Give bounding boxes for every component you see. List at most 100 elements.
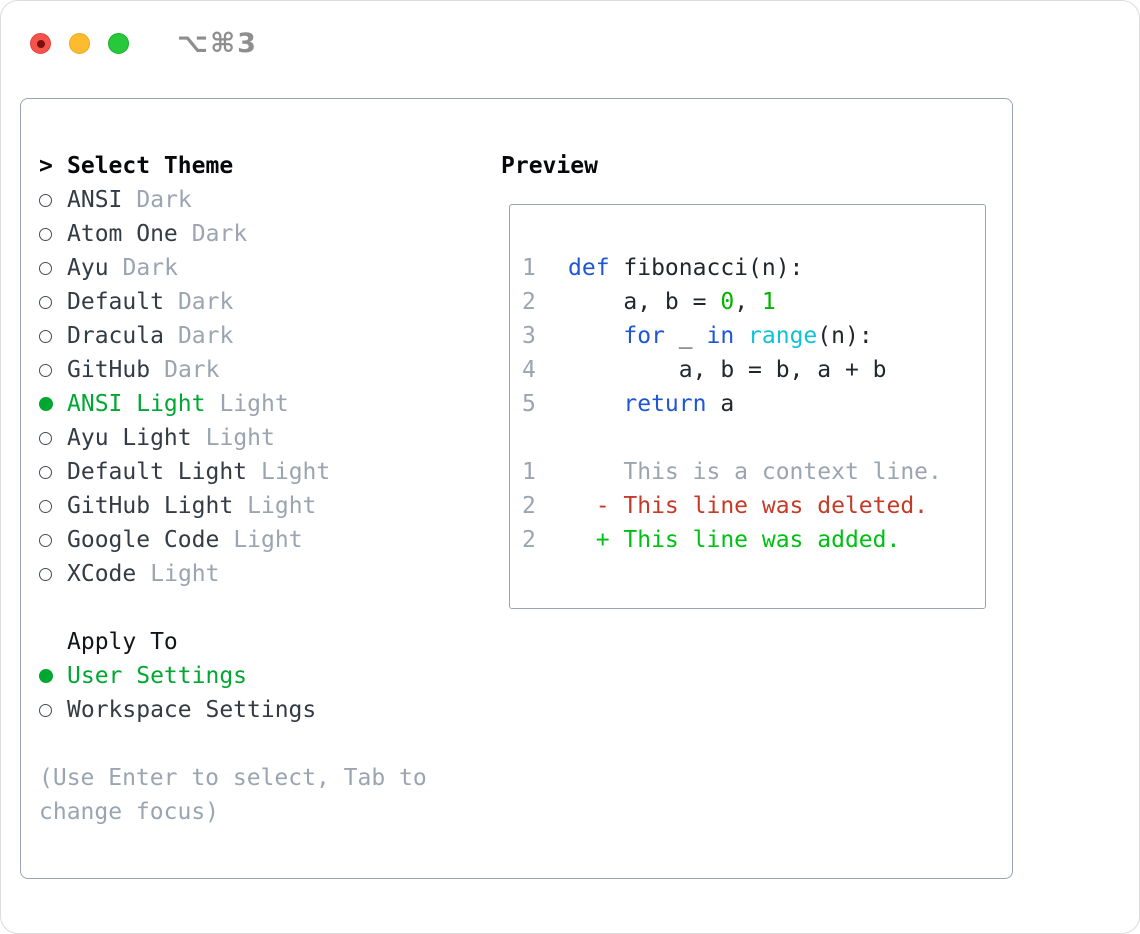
line-number: 1 — [522, 255, 536, 281]
code-line: 3 for _ in range(n): — [522, 319, 985, 353]
code-line: 2 + This line was added. — [522, 523, 985, 557]
code-token: 1 — [761, 289, 776, 315]
code-token — [568, 323, 623, 349]
code-text: return a — [568, 387, 734, 421]
line-number: 2 — [522, 527, 536, 553]
theme-variant-tag: Dark — [122, 255, 178, 281]
hint-line-2: change focus) — [39, 799, 220, 825]
keyboard-shortcut-label: ⌥⌘3 — [177, 28, 258, 59]
radio-dot — [39, 533, 52, 547]
code-token: a, b = b, a + b — [568, 357, 887, 383]
apply-to-option[interactable]: User Settings — [39, 659, 427, 693]
code-token: range — [748, 323, 818, 349]
radio-icon — [39, 295, 67, 309]
apply-to-header-label: Apply To — [67, 629, 178, 655]
minimize-window-button[interactable] — [69, 33, 90, 54]
code-text: a, b = b, a + b — [568, 353, 887, 387]
theme-option[interactable]: ANSI Light Light — [39, 387, 427, 421]
theme-name: Dracula — [67, 323, 164, 349]
theme-option[interactable]: Default Light Light — [39, 455, 427, 489]
theme-option[interactable]: Ayu Light Light — [39, 421, 427, 455]
theme-name: XCode — [67, 561, 137, 587]
code-token: def — [568, 255, 610, 281]
code-line: 4 a, b = b, a + b — [522, 353, 985, 387]
code-token: in — [706, 323, 735, 349]
theme-name: Ayu — [67, 255, 109, 281]
code-line: 1 This is a context line. — [522, 455, 985, 489]
radio-icon — [39, 465, 67, 479]
radio-icon — [39, 261, 67, 275]
code-token: + This line was added. — [568, 527, 901, 553]
theme-option[interactable]: XCode Light — [39, 557, 427, 591]
theme-variant-tag: Dark — [177, 289, 234, 315]
radio-dot — [39, 193, 52, 207]
radio-icon — [39, 533, 67, 547]
theme-variant-tag: Light — [219, 391, 289, 417]
theme-variant-tag: Light — [205, 425, 275, 451]
radio-dot — [39, 431, 52, 445]
theme-name: Ayu Light — [67, 425, 192, 451]
radio-dot — [39, 295, 52, 309]
radio-dot — [39, 397, 53, 411]
apply-to-header: Apply To — [39, 625, 427, 659]
theme-variant-tag: Light — [261, 459, 331, 485]
theme-variant-tag: Light — [150, 561, 220, 587]
theme-name: ANSI Light — [67, 391, 206, 417]
theme-option[interactable]: Ayu Dark — [39, 251, 427, 285]
line-number: 2 — [522, 493, 536, 519]
apply-to-option[interactable]: Workspace Settings — [39, 693, 427, 727]
apply-to-name: User Settings — [67, 663, 248, 689]
close-window-button[interactable] — [30, 33, 51, 54]
code-text: def fibonacci(n): — [568, 251, 803, 285]
theme-variant-tag: Dark — [164, 357, 220, 383]
radio-dot — [39, 499, 52, 513]
code-line: 5 return a — [522, 387, 985, 421]
spacer — [39, 727, 427, 761]
code-token: for — [623, 323, 665, 349]
zoom-window-button[interactable] — [108, 33, 129, 54]
select-theme-header: > Select Theme — [39, 149, 427, 183]
theme-name: ANSI — [67, 187, 123, 213]
radio-icon — [39, 499, 67, 513]
code-token: (n): — [817, 323, 873, 349]
code-blank-line — [522, 421, 985, 455]
radio-dot — [39, 703, 52, 717]
radio-dot — [39, 465, 52, 479]
code-token: fibonacci(n): — [609, 255, 804, 281]
radio-icon — [39, 193, 67, 207]
radio-dot — [39, 227, 52, 241]
code-text: for _ in range(n): — [568, 319, 873, 353]
theme-name: Google Code — [67, 527, 220, 553]
line-number: 1 — [522, 459, 536, 485]
hint-line-1: (Use Enter to select, Tab to — [39, 765, 427, 791]
select-theme-header-label: Select Theme — [67, 153, 234, 179]
radio-icon — [39, 703, 67, 717]
spacer — [39, 591, 427, 625]
code-token: a, b = — [568, 289, 721, 315]
radio-selected-icon — [39, 397, 67, 411]
code-token: This is a context line. — [568, 459, 942, 485]
code-line: 2 a, b = 0, 1 — [522, 285, 985, 319]
code-token: - This line was deleted. — [568, 493, 929, 519]
theme-variant-tag: Dark — [191, 221, 248, 247]
line-number: 5 — [522, 391, 536, 417]
code-text: + This line was added. — [568, 523, 901, 557]
code-token: a — [706, 391, 735, 417]
code-text: a, b = 0, 1 — [568, 285, 776, 319]
theme-name: GitHub Light — [67, 493, 234, 519]
code-token — [734, 323, 748, 349]
theme-name: Default Light — [67, 459, 248, 485]
